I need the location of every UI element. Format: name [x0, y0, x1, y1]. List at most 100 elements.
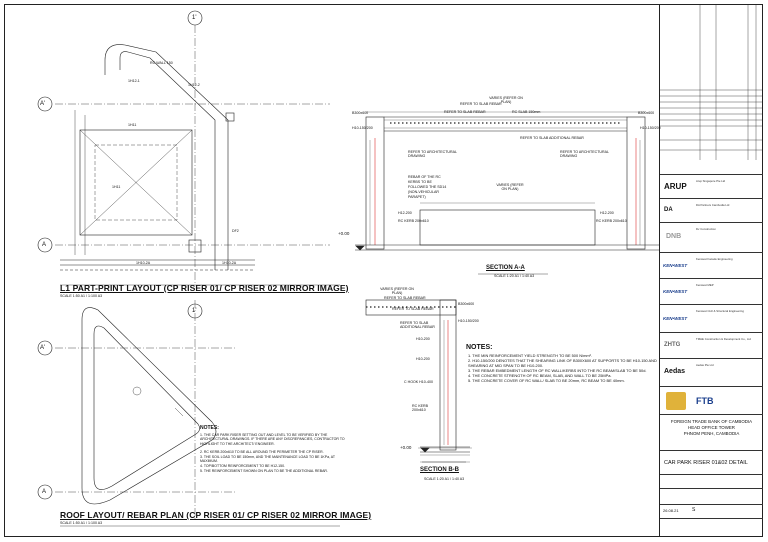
notes-title: NOTES: [466, 344, 493, 351]
firm-name: TMHE Construction & Development Co., Ltd [696, 337, 751, 341]
sectionA-label: REFER TO ARCHITECTURAL DRAWING [408, 150, 457, 158]
firm-logo-kenwest: KEN•WEST [663, 263, 688, 268]
sectionA-linework [355, 111, 660, 275]
sectionB-scale: SCALE 1:20 A1 / 1:40 A3 [424, 477, 465, 481]
firm-logo-kenwest: KEN•WEST [663, 316, 688, 321]
sectionA-label: REBAR OF THE RC KERBS TO BE FOLLOWED THE… [408, 175, 447, 199]
note-item: 2. H10-150/200 DENOTES THAT THE SHEARING… [468, 358, 657, 368]
sectionB-label: REFER TO SLAB REBAR [384, 296, 426, 300]
project-line: PHNOM PENH, CAMBODIA [683, 431, 740, 436]
firm-logo-zhtg: ZHTG [664, 342, 681, 348]
sectionB-label: H10-200 [416, 337, 430, 341]
firm-logo-aedas: Aedas [664, 368, 686, 375]
blank-row [660, 474, 763, 488]
sectionA-label: H10-150/200 [352, 126, 373, 130]
firm-logo-da: DA [664, 207, 673, 213]
firm-row-aedas: Aedas Aedas Pte Ltd [660, 358, 763, 386]
sectionB-title: SECTION B-B [420, 467, 459, 473]
plan2-title: ROOF LAYOUT/ REBAR PLAN (CP RISER 01/ CP… [60, 510, 372, 520]
firm-name: Kenwest Facade Engineering [696, 257, 733, 261]
notes-list: 1. THE MIN REINFORCEMENT YIELD STRENGTH … [468, 353, 664, 383]
project-line: HEAD OFFICE TOWER [688, 425, 735, 430]
sectionA-label: H12-200 [600, 211, 614, 215]
plan2-grid-label-a: A [42, 489, 47, 495]
plan1-grid-label-a-prime: A' [40, 101, 46, 107]
firm-row-kenwest-3: KEN•WEST Kenwest Civil & Structural Engi… [660, 304, 763, 332]
plan2-grid-label-top: 1' [192, 308, 197, 314]
plan2-grid-label-a-prime: A' [40, 345, 46, 351]
note-item: 4. THE CONCRETE STRENGTH OF RC BEAM, SLA… [468, 373, 612, 378]
plan1-title: L1 PART-PRINT LAYOUT (CP RISER 01/ CP RI… [60, 283, 349, 293]
sectionA-label: RC KERB 200x610 [398, 219, 429, 223]
plan1-label: 1H10-2A [222, 261, 237, 265]
sectionA-title: SECTION A-A [486, 265, 525, 271]
sectionB-level: +0.00 [400, 445, 412, 450]
firm-row-kenwest-1: KEN•WEST Kenwest Facade Engineering [660, 252, 763, 278]
sectionA-label: VARIES (REFER ON PLAN) [496, 183, 524, 191]
blank-row [660, 488, 763, 504]
drawing-title: CAR PARK RISER 01&02 DETAIL [664, 460, 748, 466]
sectionB-label: REFER TO SLAB REBAR [392, 307, 434, 311]
drawing-sheet [4, 4, 763, 537]
ftb-emblem-icon [666, 392, 686, 410]
revision-row: 26.08.21 S [660, 504, 763, 518]
sectionB-label: VARIES (REFER ON PLAN) [380, 287, 414, 295]
firm-logo-arup: ARUP [664, 182, 687, 191]
plan1-label: 1H12-1 [128, 79, 140, 83]
firm-name: DA Partners Cambodia Ltd [696, 203, 730, 207]
firm-logo-dnb: DNB [666, 233, 682, 240]
project-row: FOREIGN TRADE BANK OF CAMBODIA HEAD OFFI… [660, 414, 763, 450]
plan1-label: 1H12-2 [188, 83, 200, 87]
firm-name: Kenwest Civil & Structural Engineering [696, 309, 744, 313]
plan1-label: RC WALL 150 [150, 61, 173, 65]
plan1-label: DF2 [232, 229, 239, 233]
sectionA-label: REFER TO SLAB REBAR [444, 110, 486, 114]
plan2-note: 5. THE REINFORCEMENT SHOWN ON PLAN TO BE… [200, 469, 328, 473]
title-block: ARUP Arup Singapore Pte Ltd DA DA Partne… [659, 4, 763, 537]
firm-row-ftb: FTB [660, 386, 763, 414]
project-line: FOREIGN TRADE BANK OF CAMBODIA [670, 419, 753, 424]
plan1-linework [37, 10, 340, 286]
sectionA-label: RC SLAB 150mm [512, 110, 541, 114]
sectionB-label: C HOOK H10-400 [404, 380, 433, 384]
sectionB-linework [365, 299, 472, 463]
firm-name: Arup Singapore Pte Ltd [696, 179, 726, 183]
sectionA-label: RC KERB 200x610 [596, 219, 627, 223]
plan2-note: 4. TOP/BOTTOM REINFORCEMENT TO BE H12-15… [200, 464, 285, 468]
sectionA-label: VARIES (REFER ON PLAN) [489, 96, 523, 104]
firm-name: Kenwest MEP [696, 283, 714, 287]
firm-row-zhtg: ZHTG TMHE Construction & Development Co.… [660, 332, 763, 358]
note-item: 5. THE CONCRETE COVER OF RC WALL/ SLAB T… [468, 378, 625, 383]
plan2-scale: SCALE 1:50 A1 / 1:100 A3 [60, 521, 103, 525]
footer-row [660, 518, 763, 537]
plan2-linework [37, 300, 340, 527]
sectionA-label: REFER TO ARCHITECTURAL DRAWING [560, 150, 609, 158]
sectionB-label: REFER TO SLAB ADDITIONAL REBAR [400, 321, 435, 329]
plan2-note: 2. RC KERB 200x610 TO BE ALL AROUND THE … [200, 450, 324, 454]
sectionA-label: REFER TO SLAB ADDITIONAL REBAR [520, 136, 584, 140]
firm-row-arup: ARUP Arup Singapore Pte Ltd [660, 174, 763, 198]
sectionA-label: B300x600 [638, 111, 655, 115]
plan1-scale: SCALE 1:50 A1 / 1:100 A3 [60, 294, 103, 298]
sectionA-label: B300x600 [352, 111, 369, 115]
plan2-note: 3. THE SOIL LOAD TO BE 150mm, AND THE MA… [200, 455, 335, 464]
sectionB-label: RC KERB 200x610 [412, 404, 428, 412]
drawing-title-row: CAR PARK RISER 01&02 DETAIL [660, 450, 763, 474]
firm-row-kenwest-2: KEN•WEST Kenwest MEP [660, 278, 763, 304]
sectionA-label: H10-150/200 [640, 126, 661, 130]
firm-name: Dv Construction [696, 227, 716, 231]
firm-logo-kenwest: KEN•WEST [663, 289, 688, 294]
sectionB-label: B300x600 [458, 302, 475, 306]
titleblock-grid [659, 4, 763, 160]
note-item: 1. THE MIN REINFORCEMENT YIELD STRENGTH … [468, 353, 592, 358]
firm-name: Aedas Pte Ltd [696, 363, 714, 367]
firm-row-da: DA DA Partners Cambodia Ltd [660, 198, 763, 222]
plan1-label: 1H11 [112, 185, 121, 189]
sectionA-level: +0.00 [338, 231, 350, 236]
sectionA-label: H12-200 [398, 211, 412, 215]
firm-row-dnb: DNB Dv Construction [660, 222, 763, 252]
plan1-grid-label-a: A [42, 242, 47, 248]
sectionA-label: REFER TO SLAB REBAR [460, 102, 502, 106]
plan2-notes-title: NOTES: [200, 425, 219, 431]
